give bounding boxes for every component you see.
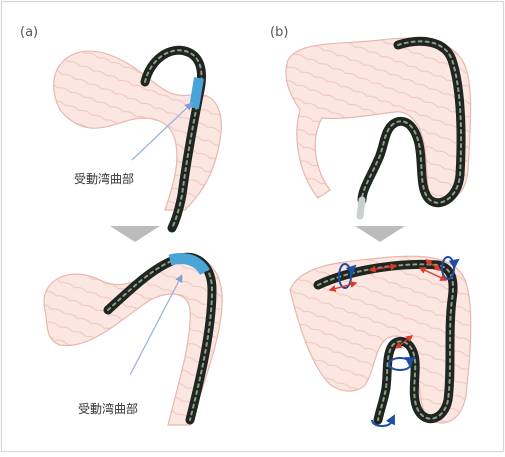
- panel-label-b: (b): [270, 25, 288, 40]
- bending-section-a-top: [194, 78, 199, 108]
- panel-label-a: (a): [20, 25, 38, 40]
- label-passive-bending-top: 受動湾曲部: [74, 171, 134, 186]
- label-passive-bending-bottom: 受動湾曲部: [78, 401, 138, 416]
